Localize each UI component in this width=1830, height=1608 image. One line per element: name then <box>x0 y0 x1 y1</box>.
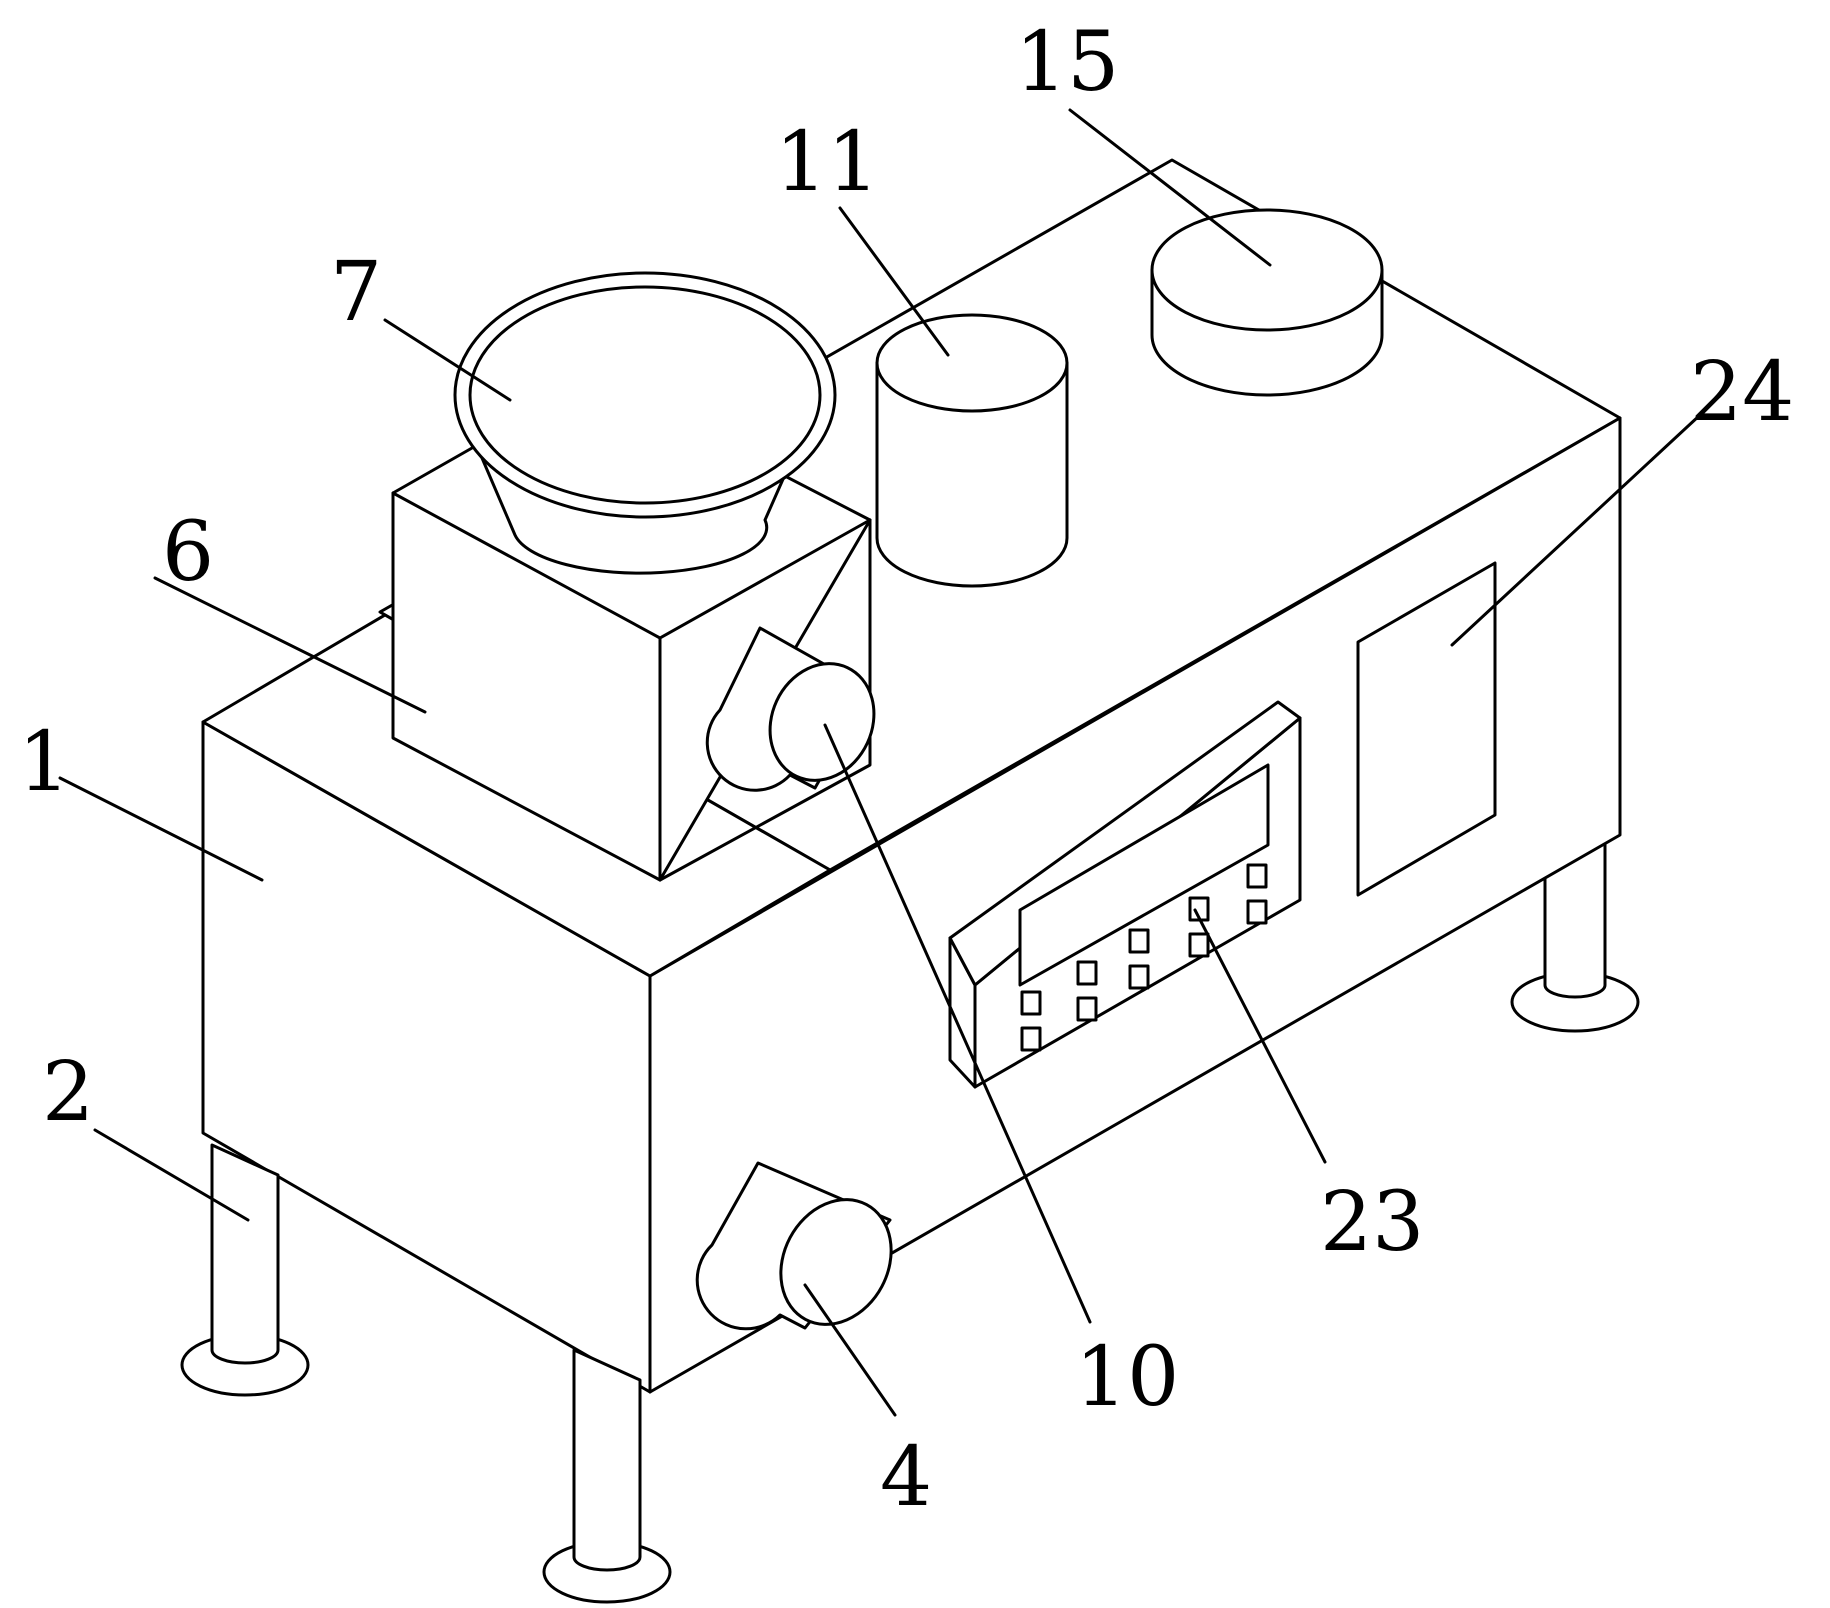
cylinder-15 <box>1150 208 1384 397</box>
discharge-cylinder-4 <box>695 1161 893 1331</box>
label-control-panel: 23 <box>1320 1175 1424 1270</box>
control-panel-23 <box>948 700 1302 1089</box>
label-housing: 1 <box>18 715 70 810</box>
feed-hopper-7 <box>453 271 837 575</box>
panel-screen <box>1018 763 1270 987</box>
crusher-motor-10 <box>705 626 876 792</box>
label-cylinder-15: 15 <box>1015 15 1119 110</box>
label-leg: 2 <box>42 1045 94 1140</box>
front-center-leg <box>542 1348 672 1604</box>
label-crusher-motor: 10 <box>1075 1330 1179 1425</box>
label-side-panel: 24 <box>1690 345 1794 440</box>
label-cylinder-11: 11 <box>775 115 879 210</box>
side-panel-24 <box>1356 561 1497 897</box>
panel-buttons <box>1020 863 1268 1052</box>
label-crusher-box: 6 <box>162 505 214 600</box>
label-feed-hopper: 7 <box>330 245 382 340</box>
cylinder-11 <box>875 313 1069 588</box>
leader-lines <box>58 108 1702 1417</box>
label-discharge-cylinder: 4 <box>880 1430 932 1525</box>
front-left-leg <box>180 1143 310 1397</box>
reference-labels: 1 2 4 6 7 10 11 15 23 24 <box>18 15 1794 1525</box>
